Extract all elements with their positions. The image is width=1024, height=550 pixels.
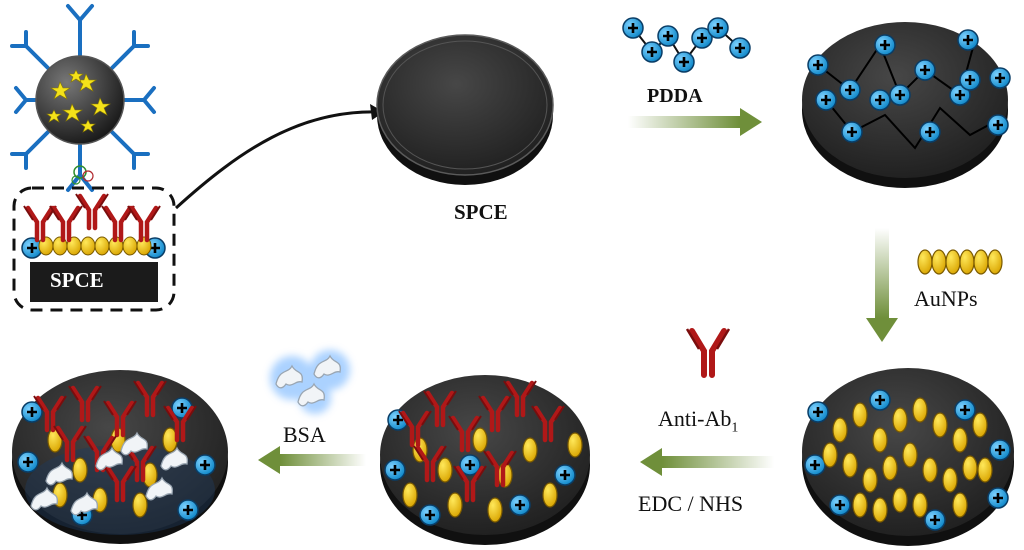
spce-electrode-antibody	[380, 375, 590, 545]
process-arrow-down-icon	[866, 228, 898, 342]
process-arrow-icon	[640, 448, 774, 476]
spce-center-label: SPCE	[454, 200, 508, 224]
aunps-label: AuNPs	[914, 286, 978, 311]
curved-arrow-icon	[174, 110, 379, 210]
spce-box-label: SPCE	[50, 268, 104, 292]
spce-box-layer	[20, 194, 167, 260]
pdda-label: PDDA	[647, 85, 703, 107]
anti-ab-subscript: 1	[731, 420, 739, 436]
anti-ab-label: Anti-Ab1	[658, 408, 738, 435]
bsa-protein-icon	[270, 350, 350, 414]
edc-nhs-label: EDC / NHS	[638, 491, 744, 516]
process-arrow-icon	[628, 108, 762, 136]
gold-nanoparticle-icon	[917, 249, 1003, 275]
nanoprobe-sphere	[10, 4, 156, 192]
bsa-label: BSA	[283, 422, 326, 447]
antibody-icon	[685, 328, 731, 378]
process-arrow-icon	[258, 446, 366, 474]
anti-ab-base: Anti-Ab	[658, 406, 732, 431]
spce-electrode-aunps	[802, 368, 1014, 546]
spce-electrode-pdda	[802, 22, 1012, 188]
spce-detail-box	[12, 186, 176, 312]
quantum-dot-icon	[46, 69, 111, 133]
spce-electrode-bare	[376, 34, 554, 185]
pdda-chain	[621, 16, 752, 74]
spce-electrode-bsa	[12, 370, 228, 544]
antigen-linker	[71, 165, 94, 185]
